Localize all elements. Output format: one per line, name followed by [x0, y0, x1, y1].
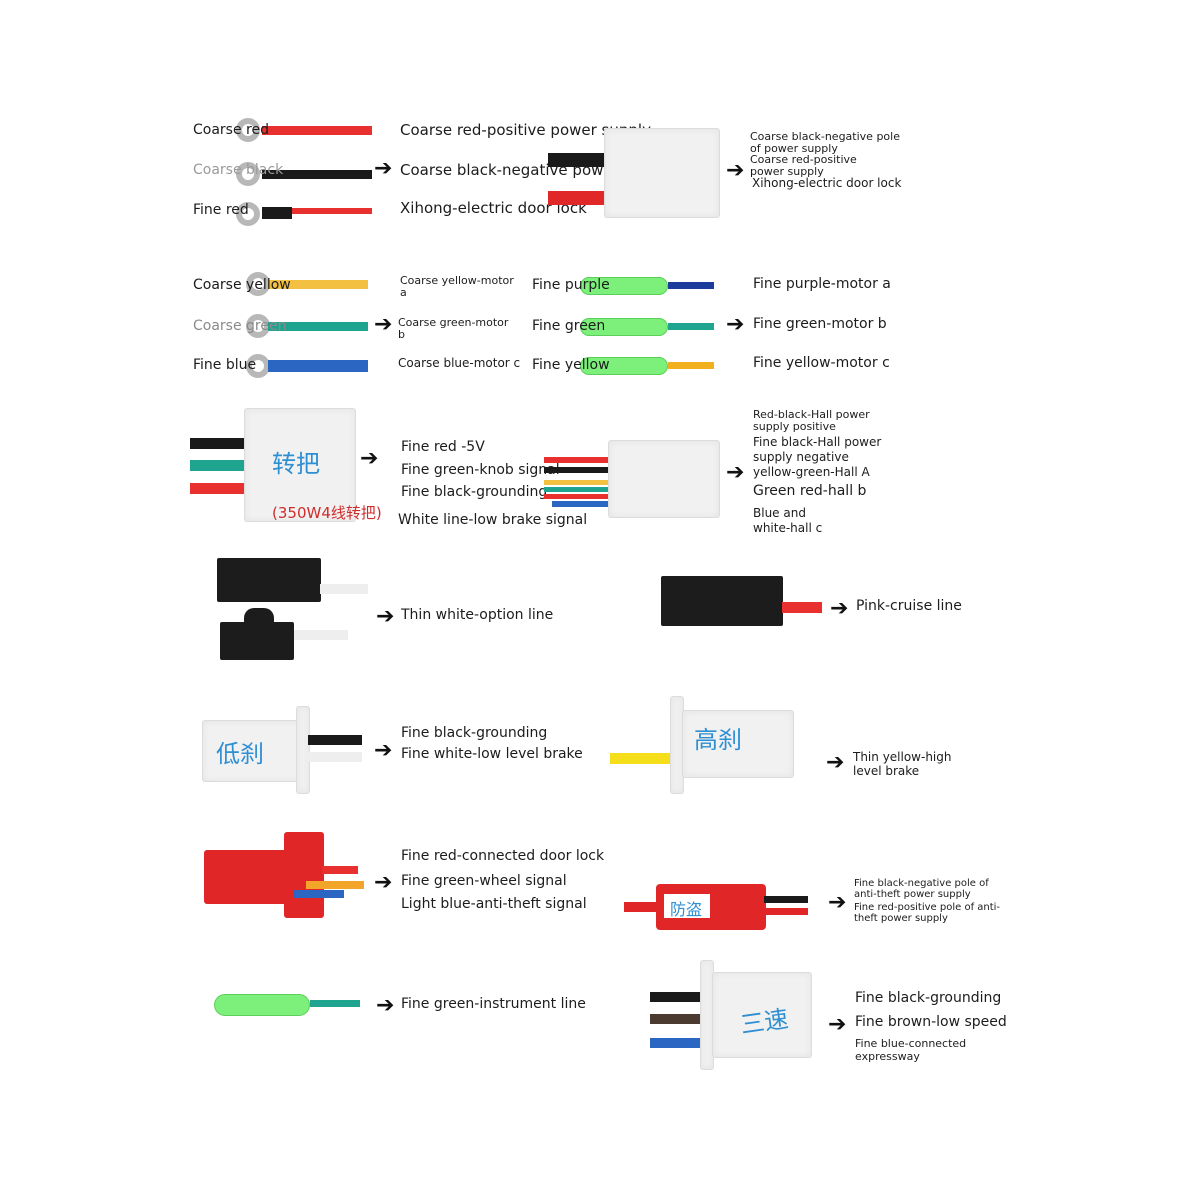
row5-left-label-0: Fine black-grounding — [401, 725, 548, 741]
row5-right-label: Thin yellow-high level brake — [853, 750, 952, 778]
row3-right-label-3: Green red-hall b — [753, 483, 867, 499]
row2-left-label-1: Coarse green — [193, 318, 287, 334]
row1-right-arrow-icon: ➔ — [726, 158, 745, 183]
row2-tube-label-0: Fine purple — [532, 277, 610, 293]
row4-right-label: Pink-cruise line — [856, 598, 962, 614]
row5-left-label-1: Fine white-low level brake — [401, 746, 583, 762]
row2-right-label-0: Fine purple-motor a — [753, 276, 891, 292]
row4-left-label: Thin white-option line — [401, 607, 554, 623]
row3-middle-label-0: Fine red -5V — [401, 439, 485, 455]
row2-arrow-icon: ➔ — [374, 312, 393, 337]
row1-right-label-2: Xihong-electric door lock — [752, 176, 902, 190]
row7-right-arrow-icon: ➔ — [828, 1012, 847, 1037]
row2-left-label-2: Fine blue — [193, 357, 257, 373]
row2-left-label-0: Coarse yellow — [193, 277, 291, 293]
row3-right-label-0: Red-black-Hall power supply positive — [753, 408, 870, 433]
row3-right-label-1: Fine black-Hall power supply negative — [753, 435, 882, 464]
row3-right-label-4: Blue and white-hall c — [753, 506, 823, 535]
anti-theft-connector-label: 防盗 — [670, 900, 703, 919]
high-brake-connector-label: 高刹 — [694, 726, 742, 754]
row6-left-label-0: Fine red-connected door lock — [401, 848, 605, 864]
row5-right-arrow-icon: ➔ — [826, 750, 845, 775]
row6-left-label-1: Fine green-wheel signal — [401, 873, 567, 889]
row6-right-label-1: Fine red-positive pole of anti-theft pow… — [854, 902, 1001, 924]
row4-left-arrow-icon: ➔ — [376, 604, 395, 629]
row3-arrow-icon: ➔ — [360, 446, 379, 471]
row7-left-arrow-icon: ➔ — [376, 993, 395, 1018]
row1-middle-label-0: Coarse red-positive power supply — [400, 121, 651, 139]
row7-right-label-1: Fine brown-low speed — [855, 1014, 1007, 1030]
row1-arrow-icon: ➔ — [374, 156, 393, 181]
row2-middle-label-1: Coarse green-motor b — [398, 316, 509, 341]
row3-right-arrow-icon: ➔ — [726, 460, 745, 485]
low-brake-connector-label: 低刹 — [216, 740, 264, 768]
throttle-caption: (350W4线转把) — [272, 504, 382, 522]
row2-tube-label-1: Fine green — [532, 318, 606, 334]
row6-right-label-0: Fine black-negative pole of anti-theft p… — [854, 878, 989, 900]
row7-right-label-2: Fine blue-connected expressway — [855, 1037, 967, 1063]
row6-right-arrow-icon: ➔ — [828, 890, 847, 915]
row3-middle-label-3: White line-low brake signal — [398, 512, 588, 528]
row1-right-label-0: Coarse black-negative pole of power supp… — [750, 130, 900, 155]
row2-right-label-2: Fine yellow-motor c — [753, 355, 890, 371]
row6-left-arrow-icon: ➔ — [374, 870, 393, 895]
row1-left-label-1: Coarse black — [193, 162, 284, 178]
row2-right-label-1: Fine green-motor b — [753, 316, 887, 332]
row5-left-arrow-icon: ➔ — [374, 738, 393, 763]
row3-right-label-2: yellow-green-Hall A — [753, 465, 870, 479]
row2-right-arrow-icon: ➔ — [726, 312, 745, 337]
row1-left-label-0: Coarse red — [193, 122, 269, 138]
row2-middle-label-2: Coarse blue-motor c — [398, 356, 521, 370]
row7-right-label-0: Fine black-grounding — [855, 990, 1002, 1006]
row4-right-arrow-icon: ➔ — [830, 596, 849, 621]
row1-right-label-1: Coarse red-positive power supply — [750, 153, 857, 178]
row1-left-label-2: Fine red — [193, 202, 249, 218]
row7-left-label: Fine green-instrument line — [401, 996, 586, 1012]
row2-tube-label-2: Fine yellow — [532, 357, 610, 373]
row3-middle-label-2: Fine black-grounding — [401, 484, 548, 500]
throttle-connector-label: 转把 — [272, 450, 320, 478]
three-speed-connector-label: 三速 — [738, 1004, 791, 1040]
row2-middle-label-0: Coarse yellow-motor a — [400, 274, 514, 299]
row6-left-label-2: Light blue-anti-theft signal — [401, 896, 587, 912]
row1-middle-label-2: Xihong-electric door lock — [400, 199, 587, 217]
row3-middle-label-1: Fine green-knob signal — [401, 462, 560, 478]
